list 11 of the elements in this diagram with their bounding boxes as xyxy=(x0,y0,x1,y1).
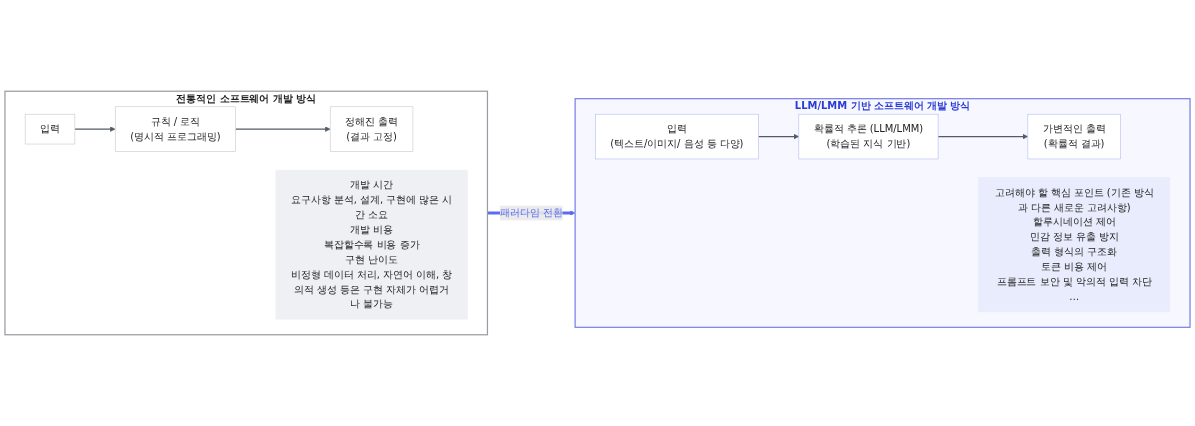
node-box: 확률적 추론 (LLM/LMM) (학습된 지식 기반) xyxy=(798,113,939,160)
arrow xyxy=(937,133,1029,140)
arrow xyxy=(74,126,116,132)
node-box: 입력 xyxy=(24,113,76,145)
node-box: 규칙 / 로직 (명시적 프로그래밍) xyxy=(114,106,236,152)
node-box: 정해진 출력 (결과 고정) xyxy=(329,106,414,152)
edge-label: 패러다임 전환 xyxy=(499,206,563,219)
arrow xyxy=(234,126,331,132)
node-box: 가변적인 출력 (확률적 결과) xyxy=(1027,113,1121,160)
arrow xyxy=(757,133,800,140)
node-box: 입력 (텍스트/이미지/ 음성 등 다양) xyxy=(595,113,759,160)
